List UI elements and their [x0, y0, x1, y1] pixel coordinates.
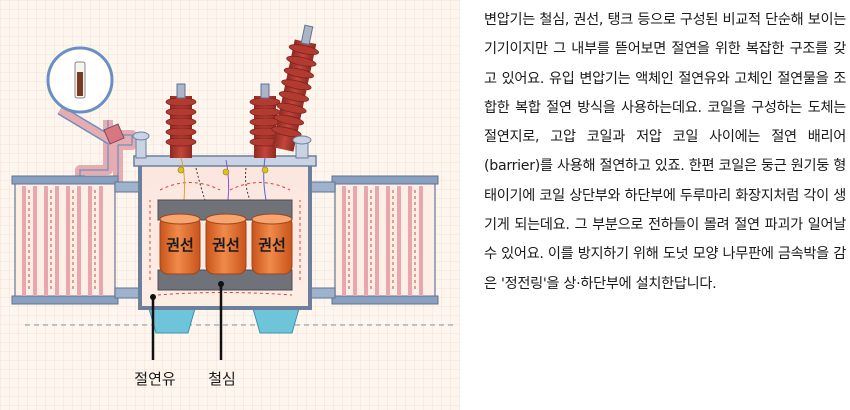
bushing-short-right [292, 135, 312, 159]
bushing-left [165, 83, 197, 158]
core-callout-label: 철심 [208, 370, 236, 388]
description-text: 변압기는 철심, 권선, 탱크 등으로 구성된 비교적 단순해 보이는 기기이지… [484, 12, 846, 292]
coil-label: 권선 [212, 236, 240, 254]
bushing-right [249, 83, 281, 158]
coil-label: 권선 [166, 236, 194, 254]
lead-wires [180, 157, 267, 201]
gauge-level-fill [77, 72, 83, 96]
bushing-tall [271, 24, 319, 152]
radiator-left [11, 175, 119, 305]
oil-callout-label: 절연유 [134, 370, 176, 388]
radiator-right [331, 175, 439, 305]
coil-2: 권선 [205, 213, 247, 275]
coil-label: 권선 [258, 236, 286, 254]
tank-cover [133, 155, 317, 167]
oil-flow-lines [149, 182, 301, 296]
relay-box [103, 123, 125, 145]
bushing-short-left [132, 131, 150, 159]
coil-3: 권선 [251, 213, 293, 275]
coil-1: 권선 [159, 213, 201, 275]
